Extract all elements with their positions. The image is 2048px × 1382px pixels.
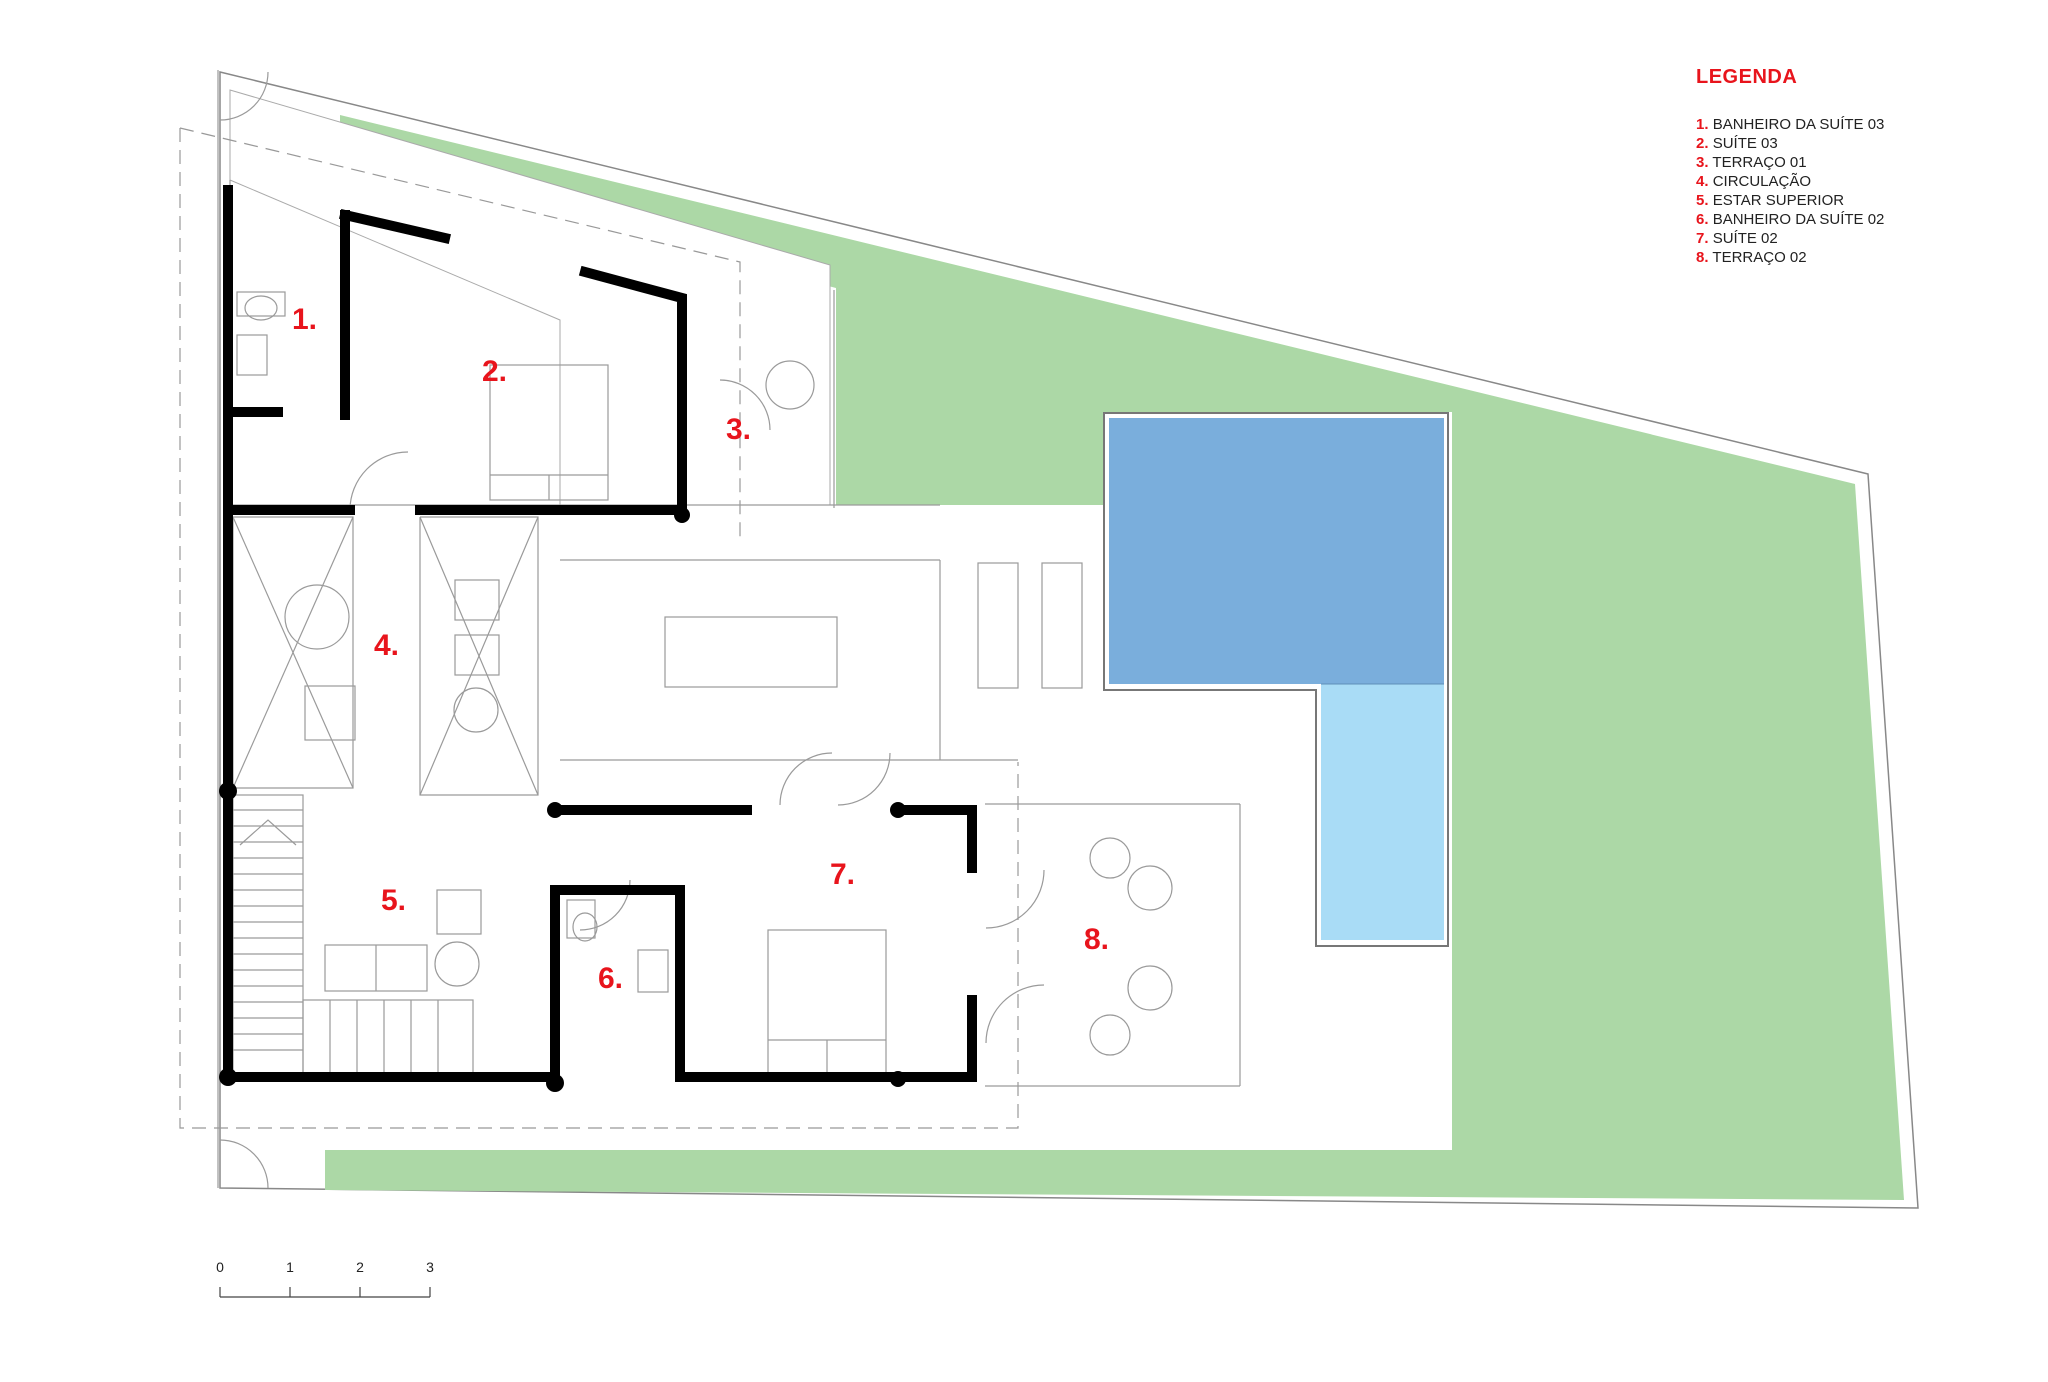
legend-item-label: BANHEIRO DA SUÍTE 03 — [1712, 116, 1885, 133]
room-label-5: 5. — [381, 884, 406, 917]
roof-outline — [179, 127, 1019, 1129]
legend-item-number: 8. — [1696, 249, 1709, 266]
legend-item-label: SUÍTE 02 — [1712, 230, 1778, 247]
legend-item: 3. TERRAÇO 01 — [1696, 153, 2036, 172]
legend-title: LEGENDA — [1696, 66, 1798, 88]
scale-tick-3: 3 — [426, 1259, 434, 1275]
legend: LEGENDA 1. BANHEIRO DA SUÍTE 03 2. SUÍTE… — [1696, 66, 2036, 267]
site-boundary — [219, 71, 1919, 1209]
legend-item-number: 7. — [1696, 230, 1709, 247]
legend-item-number: 6. — [1696, 211, 1709, 228]
scale-bar: 0 1 2 3 — [216, 1259, 434, 1298]
legend-item: 4. CIRCULAÇÃO — [1696, 172, 2036, 191]
room-label-3: 3. — [726, 413, 751, 446]
legend-item: 1. BANHEIRO DA SUÍTE 03 — [1696, 115, 2036, 134]
scale-tick-2: 2 — [356, 1259, 364, 1275]
legend-item-label: TERRAÇO 01 — [1712, 154, 1807, 171]
wall-nodes — [219, 507, 906, 1092]
legend-item-number: 5. — [1696, 192, 1709, 209]
room-label-1: 1. — [292, 303, 317, 336]
legend-item-label: CIRCULAÇÃO — [1712, 173, 1812, 190]
room-label-4: 4. — [374, 629, 399, 662]
legend-item-number: 2. — [1696, 135, 1709, 152]
legend-item-label: TERRAÇO 02 — [1712, 249, 1807, 266]
legend-item-label: ESTAR SUPERIOR — [1712, 192, 1845, 209]
pool-shallow-water — [1321, 684, 1444, 940]
legend-item-number: 3. — [1696, 154, 1709, 171]
scale-tick-1: 1 — [286, 1259, 294, 1275]
legend-item: 2. SUÍTE 03 — [1696, 134, 2036, 153]
scale-tick-0: 0 — [216, 1259, 224, 1275]
room-label-6: 6. — [598, 962, 623, 995]
legend-item: 7. SUÍTE 02 — [1696, 229, 2036, 248]
legend-item: 8. TERRAÇO 02 — [1696, 248, 2036, 267]
legend-item-number: 4. — [1696, 173, 1709, 190]
pool — [1103, 412, 1449, 947]
legend-item-label: BANHEIRO DA SUÍTE 02 — [1712, 211, 1885, 228]
room-label-8: 8. — [1084, 923, 1109, 956]
legend-item: 6. BANHEIRO DA SUÍTE 02 — [1696, 210, 2036, 229]
walls — [223, 185, 977, 1082]
pool-deep-water — [1109, 418, 1444, 684]
legend-item-number: 1. — [1696, 116, 1709, 133]
legend-item-label: SUÍTE 03 — [1712, 135, 1778, 152]
legend-item: 5. ESTAR SUPERIOR — [1696, 191, 2036, 210]
room-label-2: 2. — [482, 355, 507, 388]
lawn-area — [325, 115, 1904, 1200]
room-label-7: 7. — [830, 858, 855, 891]
